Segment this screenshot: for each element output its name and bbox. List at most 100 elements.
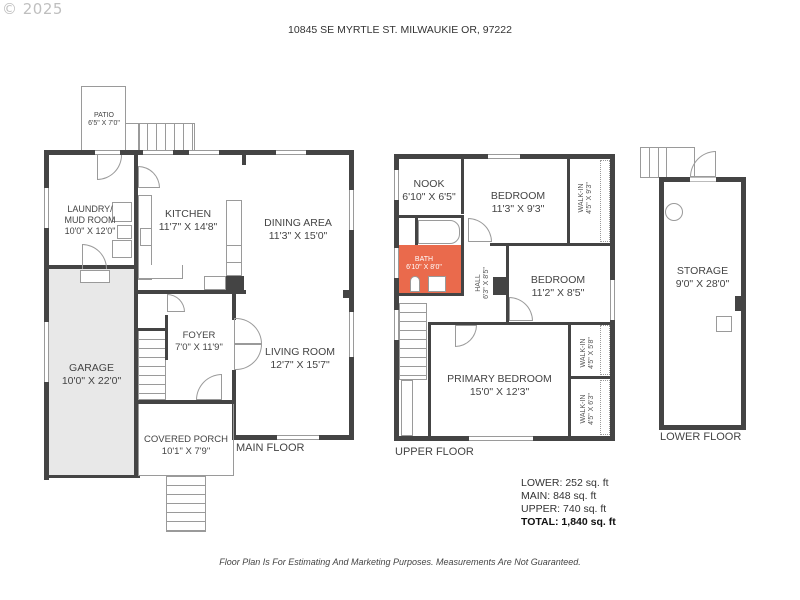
nook-label: NOOK 6'10" X 6'5"	[402, 178, 456, 203]
bedroom1-door	[468, 218, 492, 242]
garage-label: GARAGE 10'0" X 22'0"	[61, 362, 122, 387]
dining-label: DINING AREA 11'3" X 15'0"	[264, 217, 332, 242]
window	[394, 310, 399, 340]
laundry-door	[97, 155, 122, 180]
lower-stairs	[640, 147, 667, 178]
bedroom2-door	[509, 297, 533, 321]
garage-bottom-wall	[44, 475, 140, 478]
walkin1-label: WALK-IN 4'5" X 9'3"	[578, 182, 593, 214]
walkin2-bottom-wall	[568, 376, 615, 379]
porch-label: COVERED PORCH 10'1" X 7'9"	[144, 434, 228, 457]
kitchen-counter-bottom	[138, 265, 183, 279]
window	[95, 150, 120, 155]
toilet	[410, 276, 420, 292]
stair-wall	[138, 328, 168, 331]
window	[276, 150, 306, 155]
window	[394, 170, 399, 200]
front-door	[196, 374, 222, 400]
storage-right-wall	[741, 177, 746, 430]
storage-doorway	[690, 177, 716, 182]
disclaimer: Floor Plan Is For Estimating And Marketi…	[219, 557, 581, 567]
garage-right-wall	[134, 290, 138, 478]
dryer	[112, 240, 132, 258]
nook-right-wall	[461, 154, 464, 214]
walkin3-shelf	[600, 380, 610, 435]
kitchen-dining-wall	[242, 150, 246, 165]
upper-staircase	[399, 303, 427, 380]
washer	[112, 202, 132, 222]
window	[44, 188, 49, 228]
property-address: 10845 SE MYRTLE ST. MILWAUKIE OR, 97222	[288, 24, 512, 36]
main-area: MAIN: 848 sq. ft	[521, 490, 597, 502]
bedroom1-label: BEDROOM 11'3" X 9'3"	[490, 190, 546, 215]
window	[488, 154, 520, 159]
kitchen-door	[138, 166, 160, 188]
bath-bottom-wall	[394, 293, 464, 296]
kitchen-column	[226, 276, 244, 292]
kitchen-sink	[140, 228, 152, 246]
garage-entry-door	[82, 244, 107, 269]
main-floor-label: MAIN FLOOR	[236, 442, 305, 454]
porch-outline	[138, 404, 234, 476]
patio-label: PATIO 6'5" X 7'0"	[88, 112, 120, 127]
kitchen-bottom-wall	[134, 290, 246, 294]
bedroom2-label: BEDROOM 11'2" X 8'5"	[530, 274, 586, 299]
garage-floor	[49, 269, 134, 475]
window	[394, 248, 399, 278]
window	[189, 150, 219, 155]
storage-pillar	[735, 296, 742, 311]
laundry-sink	[117, 225, 132, 239]
garage-steps	[80, 270, 110, 283]
kitchen-counter-right	[226, 200, 242, 276]
closet-door	[167, 294, 185, 312]
primary-bedroom-label: PRIMARY BEDROOM 15'0" X 12'3"	[447, 373, 552, 398]
living-french-door-top	[234, 318, 262, 344]
stair-wall-v	[165, 315, 168, 360]
closet-outline	[401, 380, 413, 436]
window	[277, 435, 319, 440]
walkin2-label: WALK-IN 4'5" X 5'8"	[580, 337, 595, 369]
hall-label: HALL 6'3" X 8'5"	[475, 267, 490, 299]
bath-label: BATH 6'10" X 8'0"	[406, 256, 442, 271]
upper-floor-label: UPPER FLOOR	[395, 446, 474, 458]
storage-left-wall	[659, 177, 664, 430]
living-pillar	[343, 290, 349, 298]
pantry-cabinet	[204, 276, 226, 290]
storage-box	[716, 316, 732, 332]
water-heater	[665, 203, 683, 221]
foyer-label: FOYER 7'0" X 11'9"	[175, 330, 223, 353]
upper-area: UPPER: 740 sq. ft	[521, 503, 607, 515]
lower-area: LOWER: 252 sq. ft	[521, 477, 609, 489]
bedroom1-bottom-wall	[490, 243, 615, 246]
primary-door	[455, 325, 477, 347]
copyright-watermark: © 2025	[2, 0, 63, 18]
walkin1-shelf	[600, 160, 610, 242]
walkin1-wall	[567, 158, 570, 246]
walkin3-label: WALK-IN 4'5" X 6'3"	[580, 393, 595, 425]
upper-left-wall	[394, 154, 399, 441]
living-room-label: LIVING ROOM 12'7" X 15'7"	[264, 346, 335, 371]
walkin2-shelf	[600, 325, 610, 375]
hall-pillar	[493, 277, 508, 295]
foyer-living-wall-lower	[232, 370, 236, 440]
window	[143, 150, 173, 155]
stove	[226, 245, 242, 263]
window	[349, 190, 354, 230]
primary-top-wall	[428, 322, 615, 325]
main-left-wall	[44, 150, 49, 480]
total-area: TOTAL: 1,840 sq. ft	[521, 516, 616, 528]
laundry-label: LAUNDRY/ MUD ROOM 10'0" X 12'0"	[64, 204, 116, 236]
bathtub	[418, 220, 460, 244]
laundry-kitchen-wall	[134, 150, 138, 295]
walkin2-3-wall	[568, 322, 571, 436]
bath-right-wall	[461, 215, 464, 295]
main-right-wall	[349, 150, 354, 440]
window	[610, 280, 615, 320]
bath-divider	[415, 215, 418, 245]
foyer-bottom-wall	[134, 400, 236, 404]
window	[349, 312, 354, 357]
storage-label: STORAGE 9'0" X 28'0"	[675, 265, 730, 290]
area-summary: LOWER: 252 sq. ft MAIN: 848 sq. ft UPPER…	[521, 477, 616, 529]
kitchen-label: KITCHEN 11'7" X 14'8"	[158, 208, 218, 233]
rear-stairs	[138, 123, 195, 153]
